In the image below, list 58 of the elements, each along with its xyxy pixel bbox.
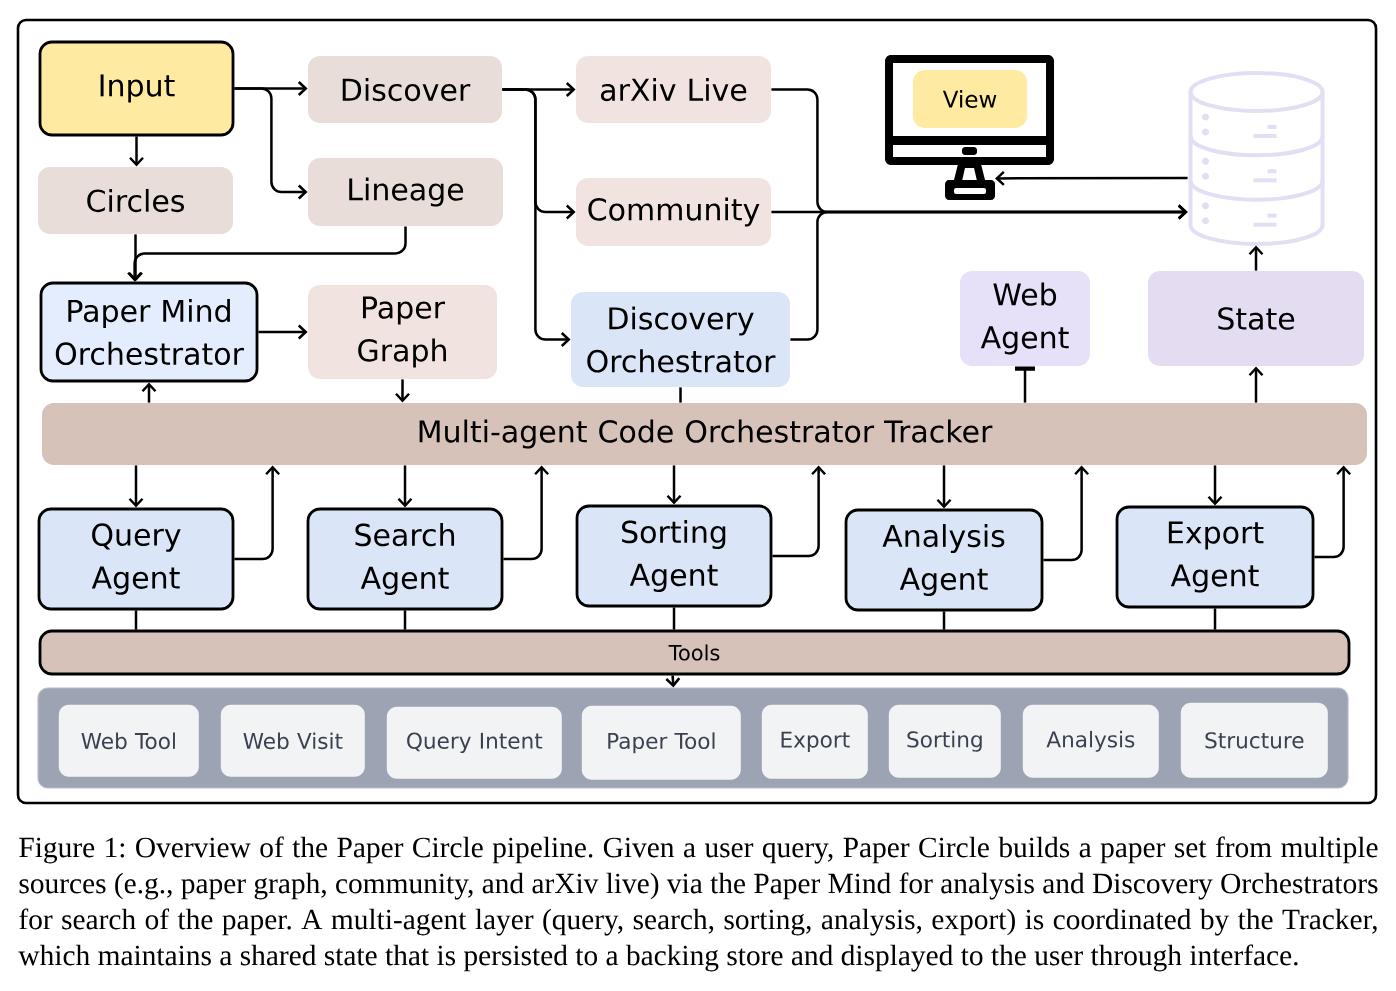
arrow <box>503 465 550 561</box>
source-box: Community <box>576 178 771 246</box>
arrow <box>397 465 413 508</box>
arrow <box>1248 245 1264 271</box>
arrow <box>129 136 144 167</box>
agent-box: Search Agent <box>306 507 504 611</box>
arrow <box>127 226 407 282</box>
agent-box: Web Agent <box>960 271 1090 366</box>
arrow <box>234 87 308 200</box>
step-box: Circles <box>38 167 233 234</box>
arrow <box>666 465 682 505</box>
tool-chip: Analysis <box>1022 704 1159 778</box>
arrow <box>502 88 571 347</box>
tool-chip: Query Intent <box>386 706 562 779</box>
tool-chip: Paper Tool <box>581 705 741 780</box>
agent-box: Query Agent <box>37 507 235 611</box>
arrow <box>772 465 827 558</box>
arrow <box>1314 465 1352 559</box>
connector-line <box>1015 366 1035 403</box>
connector-line <box>403 610 407 630</box>
arrow <box>128 234 143 282</box>
agent-box: Analysis Agent <box>844 508 1044 612</box>
state-box: State <box>1148 271 1364 366</box>
arrow <box>1248 366 1264 403</box>
connector-line <box>134 610 138 630</box>
step-box: Discover <box>308 56 502 123</box>
orchestrator-box: Paper Mind Orchestrator <box>39 281 259 383</box>
arrow <box>395 379 410 403</box>
database-icon <box>1188 71 1325 246</box>
orchestrator-box: Discovery Orchestrator <box>571 292 790 387</box>
tracker-bar: Multi-agent Code Orchestrator Tracker <box>42 403 1367 465</box>
arrow <box>790 204 1188 341</box>
source-box: Paper Graph <box>308 285 497 379</box>
arrow <box>234 465 281 561</box>
arrow <box>936 465 952 509</box>
tool-chip: Export <box>761 704 868 779</box>
connector-line <box>672 607 676 630</box>
view-box: View <box>913 70 1027 128</box>
step-box: Lineage <box>308 158 503 226</box>
agent-box: Sorting Agent <box>575 504 773 608</box>
arrow <box>258 324 308 340</box>
tools-bar: Tools <box>38 629 1351 676</box>
caption: Figure 1: Overview of the Paper Circle pipeline. Given a user query, Paper Circle builds a paper set from multiple sources (e.g., paper graph, community, and arXiv live) via the Paper Mind for analysis and Discovery Orchestrators for search of the paper. A multi-agent layer (query, search, sorting, analysis, export) is coordinated by the Tracker, which maintains a shared state that is persisted to a backing store and displayed to the user through interface. <box>18 836 1378 972</box>
source-box: arXiv Live <box>576 56 771 123</box>
arrow <box>128 465 144 508</box>
input-box: Input <box>38 40 235 137</box>
arrow <box>1043 465 1090 562</box>
arrow <box>141 382 157 403</box>
tool-chip: Web Visit <box>220 704 365 777</box>
tool-chip: Structure <box>1180 702 1328 778</box>
arrow <box>995 170 1188 186</box>
agent-box: Export Agent <box>1115 505 1315 609</box>
tool-chip: Web Tool <box>58 704 199 777</box>
arrow <box>1207 465 1223 506</box>
connector-line <box>679 387 682 403</box>
tool-chip: Sorting <box>888 704 1001 778</box>
connector-line <box>942 611 946 630</box>
connector-line <box>1213 608 1217 630</box>
